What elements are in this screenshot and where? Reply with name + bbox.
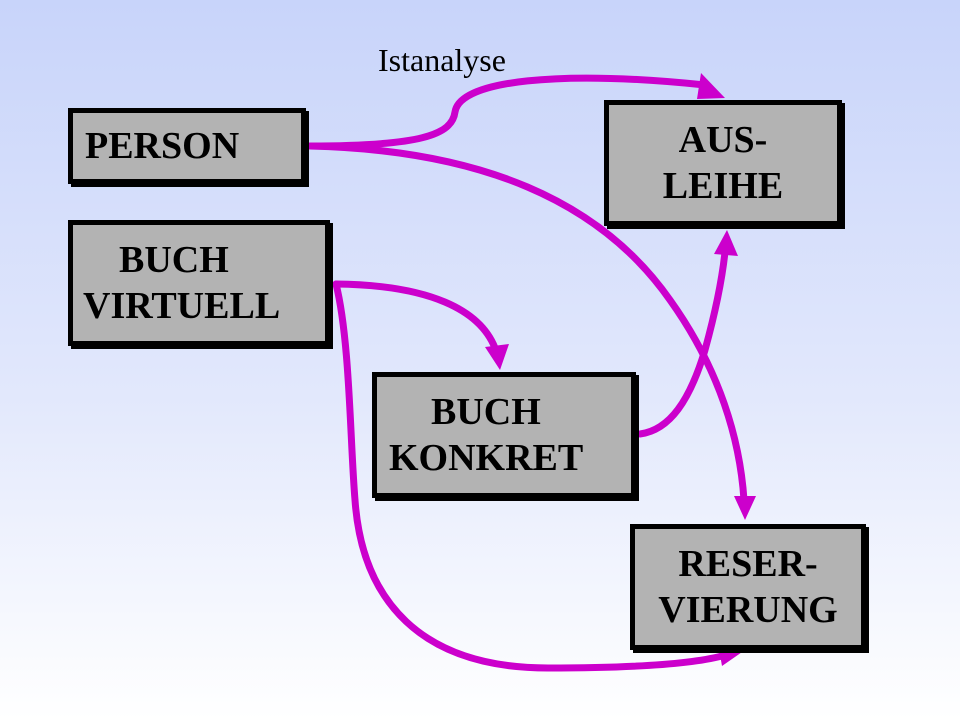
box-person-line-1: PERSON — [85, 125, 240, 167]
istanalyse-label: Istanalyse — [378, 42, 506, 78]
box-buch-konkret-line-2: KONKRET — [389, 437, 584, 479]
box-ausleihe-line-2: LEIHE — [662, 165, 784, 207]
arrowhead-reservierung-top — [734, 496, 756, 520]
box-reservierung: RESER- VIERUNG — [630, 524, 866, 650]
box-buch-virtuell: BUCH VIRTUELL — [68, 220, 330, 346]
box-reservierung-line-2: VIERUNG — [658, 589, 838, 631]
arrowhead-konkret-top — [485, 344, 509, 370]
arrow-person-to-reservierung — [306, 142, 748, 504]
box-ausleihe-line-1: AUS- — [678, 119, 768, 161]
box-buch-konkret-line-1: BUCH — [431, 391, 541, 433]
arrow-konkret-to-ausleihe — [636, 248, 729, 438]
box-ausleihe: AUS- LEIHE — [604, 100, 842, 226]
arrow-person-to-ausleihe — [306, 74, 709, 150]
arrow-virtuell-to-konkret — [332, 280, 499, 352]
box-buch-virtuell-line-2: VIRTUELL — [83, 285, 281, 327]
box-person: PERSON — [68, 108, 306, 184]
arrowhead-ausleihe-top — [697, 73, 725, 99]
arrowhead-ausleihe-bottom — [714, 230, 738, 256]
box-buch-konkret: BUCH KONKRET — [372, 372, 636, 498]
box-buch-virtuell-line-1: BUCH — [119, 239, 229, 281]
box-reservierung-line-1: RESER- — [678, 543, 818, 585]
arrow-virtuell-to-reservierung — [332, 280, 726, 672]
